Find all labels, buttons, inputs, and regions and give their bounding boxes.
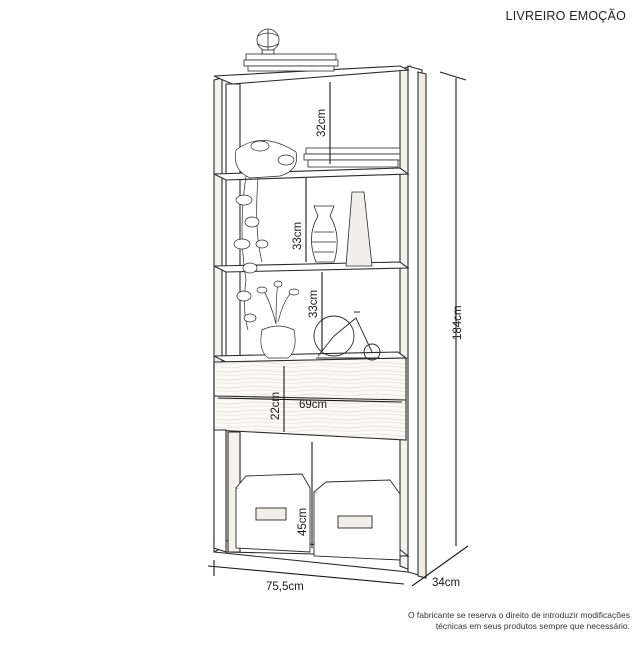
storage-boxes xyxy=(235,473,401,561)
dim-label-gap-2: 33cm xyxy=(292,222,304,250)
dim-label-total-height: 184cm xyxy=(452,305,464,340)
dimension-labels: 32cm 33cm 33cm 22cm 69cm 45cm 184cm 75,5… xyxy=(266,109,464,593)
disclaimer-line-2: técnicas em seus produtos sempre que nec… xyxy=(435,621,630,631)
dim-label-drawer-width: 69cm xyxy=(299,399,327,411)
dim-label-top-gap: 32cm xyxy=(316,109,328,137)
dimension-lines xyxy=(207,71,469,587)
drawer xyxy=(213,357,407,441)
dim-line-total-width xyxy=(207,565,405,585)
product-title: LIVREIRO EMOÇÃO xyxy=(505,9,626,23)
dim-label-drawer-height: 22cm xyxy=(270,392,282,420)
manufacturer-disclaimer: O fabricante se reserva o direito de int… xyxy=(390,610,630,632)
vases xyxy=(311,191,373,267)
globe-ornament xyxy=(256,28,280,55)
books-top xyxy=(243,53,339,72)
dim-line-depth xyxy=(411,545,469,587)
disclaimer-line-1: O fabricante se reserva o direito de int… xyxy=(407,610,630,620)
potted-plant xyxy=(256,280,300,359)
dim-line-drawer-width xyxy=(217,397,403,403)
dim-label-total-width: 75,5cm xyxy=(266,581,304,593)
books-shelf-2 xyxy=(303,147,401,168)
bicycle-ornament xyxy=(313,311,381,361)
dim-label-depth: 34cm xyxy=(432,577,460,589)
dim-label-gap-3: 33cm xyxy=(308,290,320,318)
dim-tick-height-top xyxy=(439,71,467,81)
hanging-plant xyxy=(233,140,297,331)
dim-label-bottom-gap: 45cm xyxy=(297,508,309,536)
